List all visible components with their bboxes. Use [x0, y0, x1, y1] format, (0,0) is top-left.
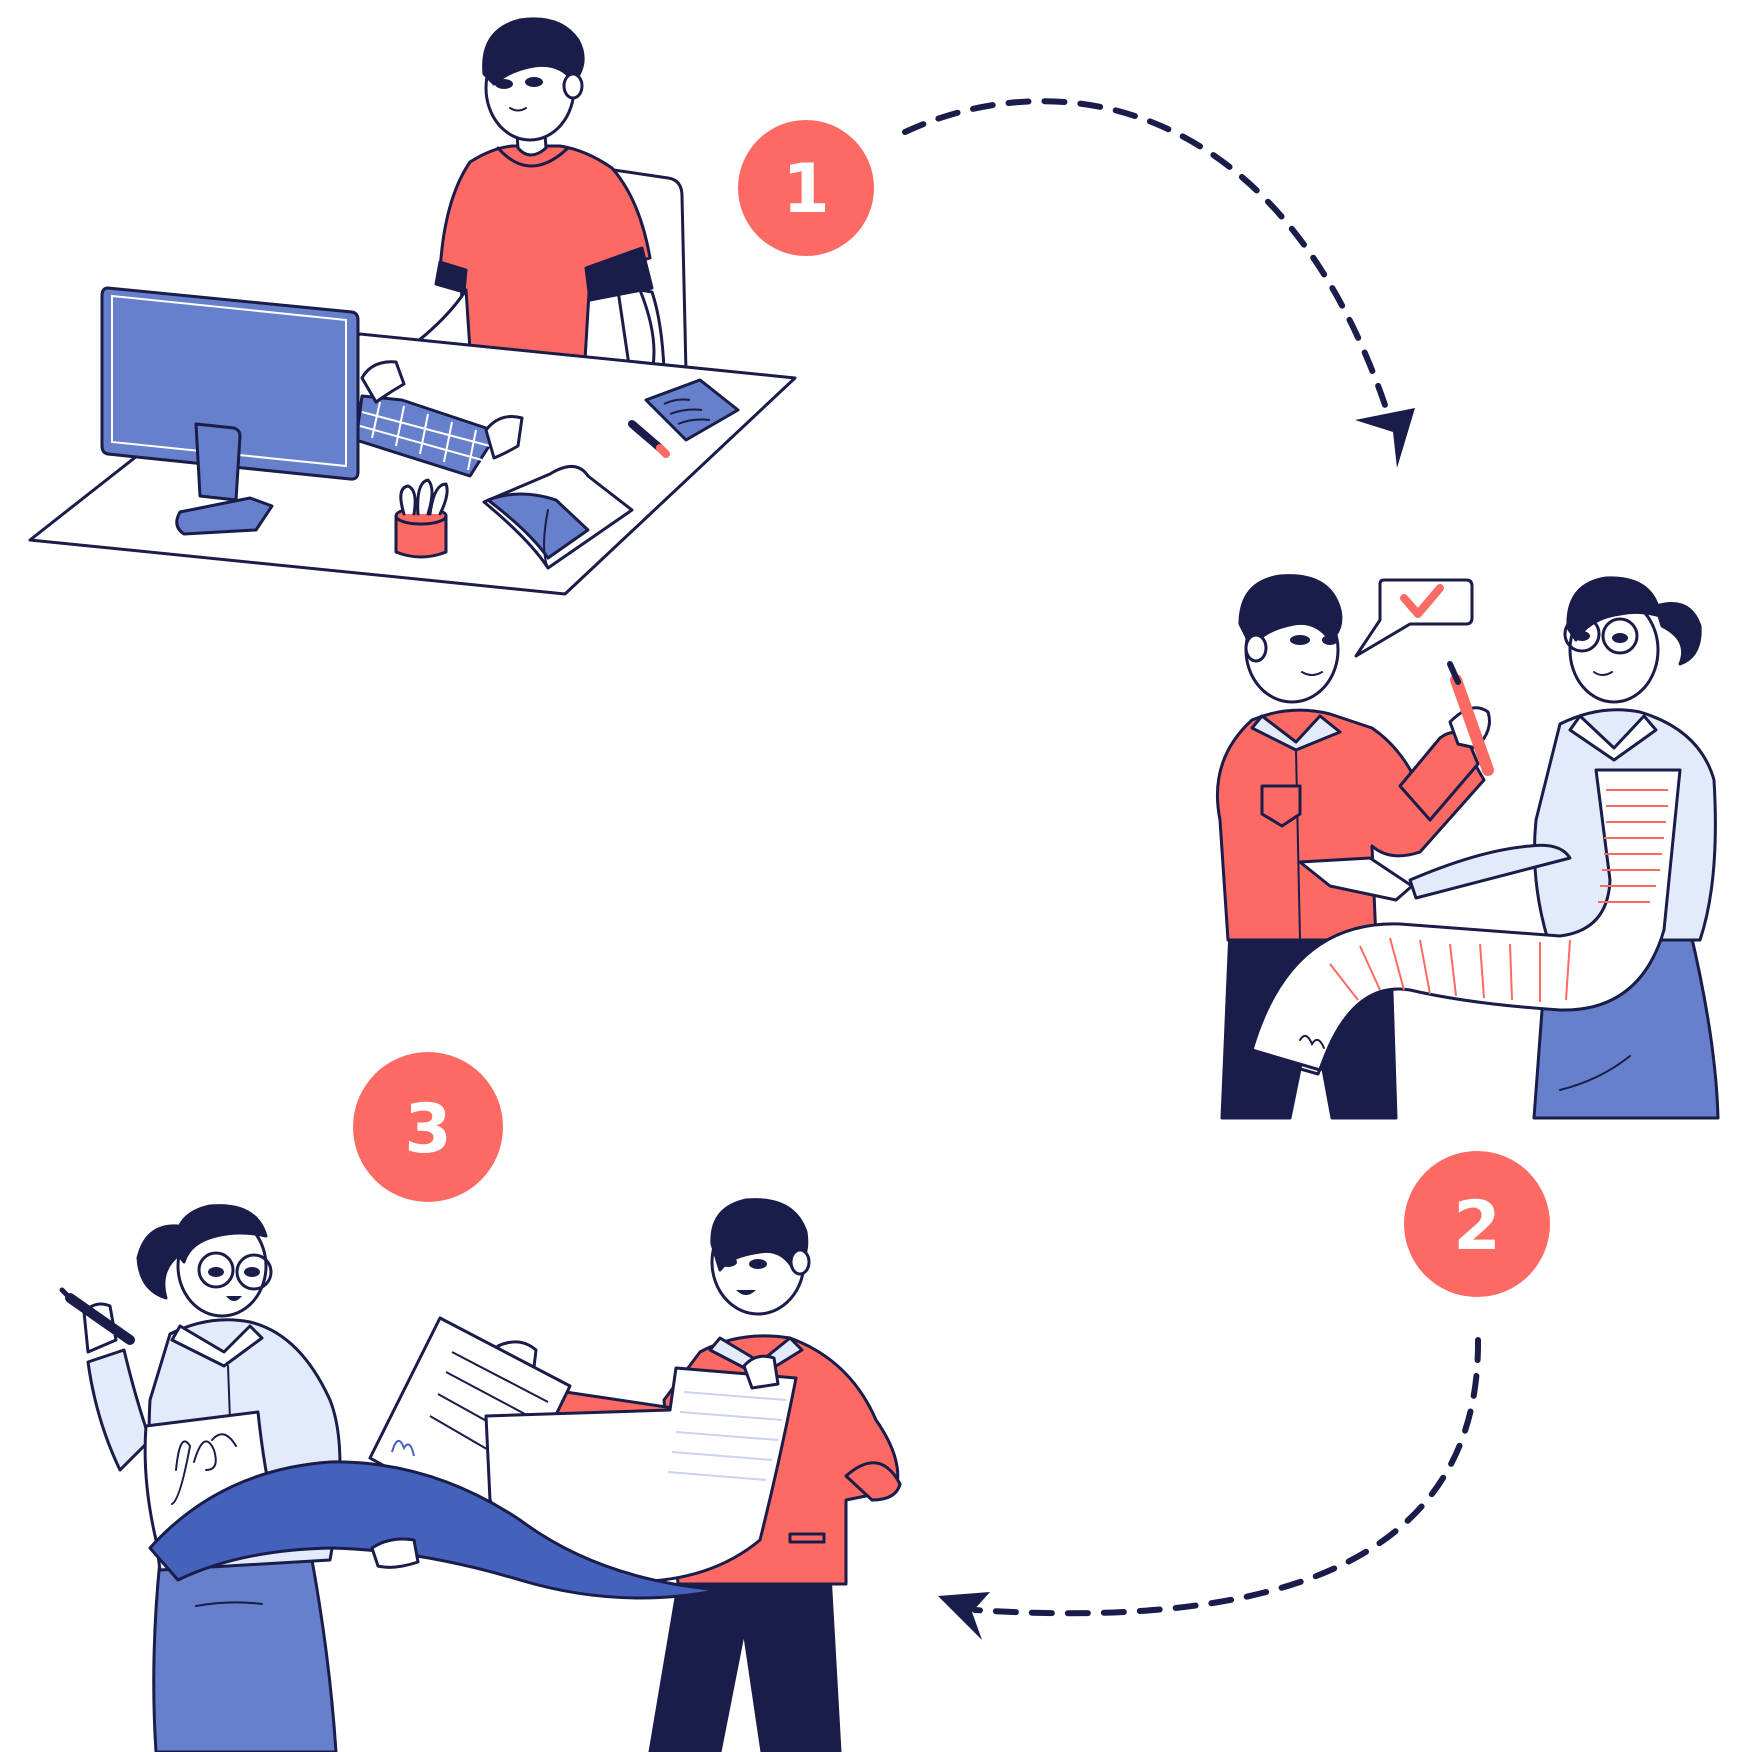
step-number-1: 1 — [782, 150, 829, 229]
connector-2-to-3 — [938, 1337, 1482, 1640]
step-badge-2: 2 — [1404, 1151, 1550, 1297]
step-number-3: 3 — [404, 1090, 451, 1169]
scene-person-at-computer — [28, 17, 797, 596]
step-badge-3: 3 — [353, 1052, 503, 1202]
speech-bubble-icon — [1354, 578, 1474, 658]
scene-handshake-agreement — [1215, 574, 1720, 1120]
connector-1-to-2 — [902, 98, 1415, 468]
arrow-head-icon — [1355, 408, 1415, 468]
step-number-2: 2 — [1453, 1187, 1500, 1266]
scene-signing-documents — [59, 1198, 902, 1752]
pen-icon — [1450, 674, 1494, 776]
arrow-head-icon — [938, 1592, 990, 1640]
check-mark-icon — [1400, 584, 1444, 618]
step-badge-1: 1 — [738, 120, 874, 256]
